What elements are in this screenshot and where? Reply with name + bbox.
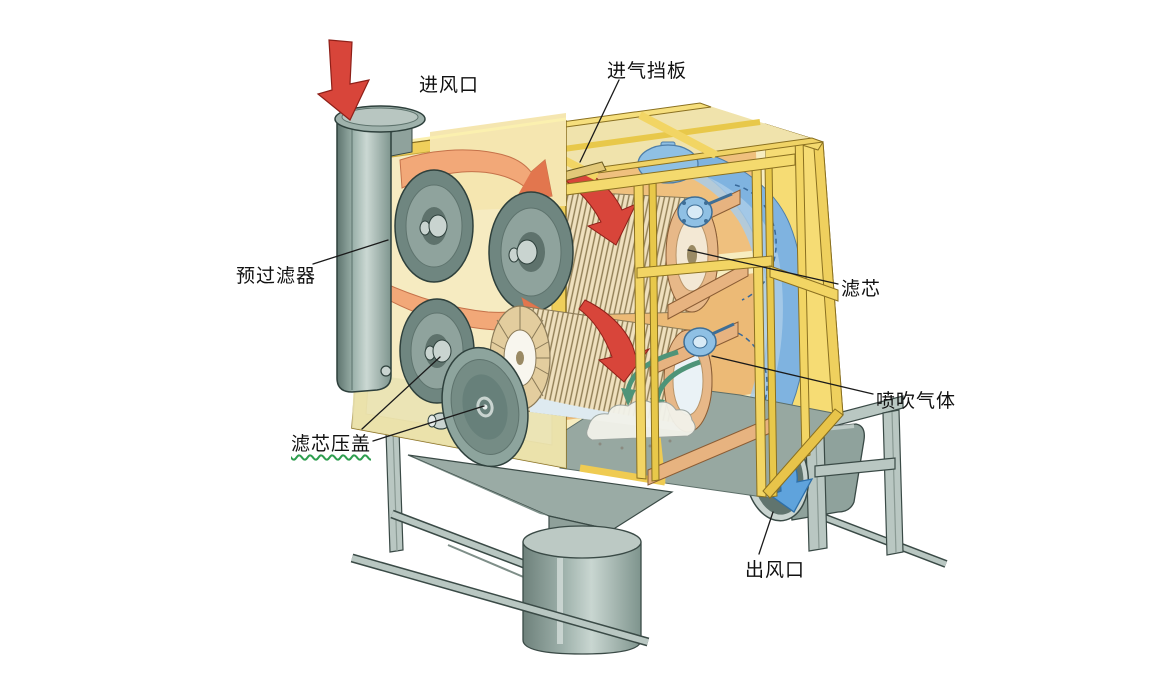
pre-filter-cylinder: [334, 105, 426, 393]
label-cartridge-cover: 滤芯压盖: [291, 434, 372, 455]
housing-frame-posts: [633, 160, 778, 498]
dust-bin: [522, 525, 642, 655]
cell-plate-shelf: [667, 261, 749, 320]
filter-cover-disc: [394, 169, 474, 283]
top-filter-cartridge: [539, 189, 719, 317]
label-filter-cartridge: 滤芯: [841, 279, 882, 300]
label-pre-filter: 预过滤器: [236, 266, 317, 287]
label-intake-baffle: 进气挡板: [607, 61, 688, 82]
label-air-inlet: 进风口: [419, 75, 480, 96]
label-air-outlet: 出风口: [745, 560, 806, 581]
dirty-air-arrow-bottom: [578, 299, 651, 383]
label-pulse-gas: 喷吹气体: [876, 391, 957, 412]
pulse-valve-bottom: [683, 322, 735, 357]
air-inlet-arrow-icon: [316, 39, 371, 121]
filter-cover-disc: [488, 191, 574, 313]
pulse-valve-top: [677, 192, 733, 228]
leader-lines: [312, 79, 874, 555]
detached-cartridge-cover: [441, 346, 529, 468]
support-stand-left: [385, 429, 547, 585]
stand-diagonal-brace: [350, 553, 650, 647]
